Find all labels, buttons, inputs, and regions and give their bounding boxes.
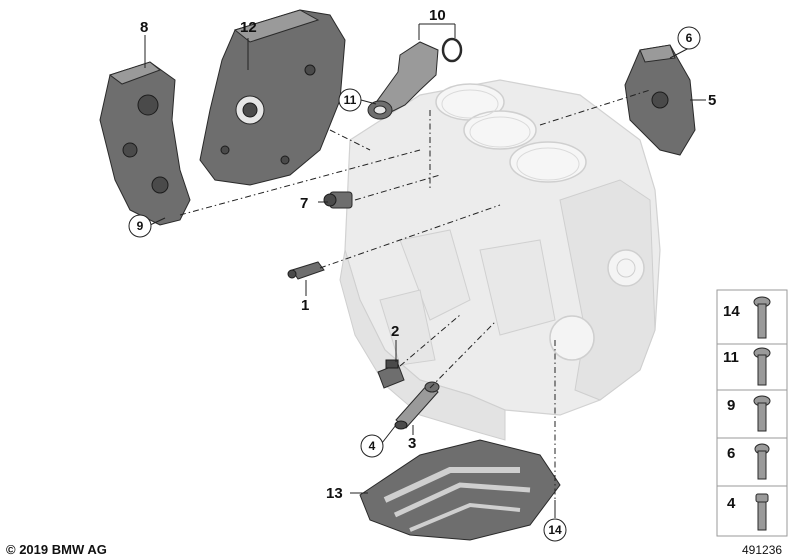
bolt-icon-6 xyxy=(754,443,770,480)
callout-2: 2 xyxy=(391,323,399,340)
callout-5: 5 xyxy=(708,92,716,109)
callout-6-circle: 6 xyxy=(677,26,701,50)
part-7-sensor xyxy=(323,191,353,209)
callouts: 8 12 10 5 7 1 2 3 13 11 6 9 4 14 xyxy=(128,7,716,542)
callout-13: 13 xyxy=(326,485,343,502)
callout-11-circle: 11 xyxy=(338,88,362,112)
svg-text:9: 9 xyxy=(137,219,144,233)
svg-text:14: 14 xyxy=(548,523,562,537)
svg-text:11: 11 xyxy=(344,93,357,107)
bolt-icon-11 xyxy=(753,347,771,386)
part-3-tube xyxy=(394,381,440,430)
engine-block xyxy=(339,79,661,441)
bolt-icon-9 xyxy=(753,395,771,432)
fastener-legend: 14 11 9 6 4 xyxy=(716,289,788,537)
part-1-sensor xyxy=(287,261,325,280)
part-8-bracket xyxy=(99,61,191,226)
callout-14-circle: 14 xyxy=(543,518,567,542)
legend-label-4: 4 xyxy=(727,495,736,512)
bolt-icon-14 xyxy=(753,296,771,339)
callout-8: 8 xyxy=(140,19,148,36)
diagram-reference-number: 491236 xyxy=(742,543,782,557)
part-2-sensor xyxy=(377,359,405,389)
part-5-mount-bracket xyxy=(624,44,696,156)
callout-1: 1 xyxy=(301,297,309,314)
svg-text:4: 4 xyxy=(369,439,376,453)
legend-label-14: 14 xyxy=(723,303,740,320)
callout-9-circle: 9 xyxy=(128,214,152,238)
part-13-baffle xyxy=(359,439,561,541)
part-10-coolant-pipe xyxy=(367,37,463,120)
copyright-text: © 2019 BMW AG xyxy=(6,542,107,557)
legend-label-6: 6 xyxy=(727,445,735,462)
svg-text:6: 6 xyxy=(686,31,693,45)
callout-3: 3 xyxy=(408,435,416,452)
part-12-timing-cover xyxy=(199,9,346,186)
callout-12: 12 xyxy=(240,19,257,36)
assembly-lines xyxy=(179,89,651,500)
callout-10: 10 xyxy=(429,7,446,24)
legend-label-9: 9 xyxy=(727,397,735,414)
callout-4-circle: 4 xyxy=(360,434,384,458)
legend-label-11: 11 xyxy=(723,349,739,366)
leader-lines xyxy=(144,23,706,518)
callout-7: 7 xyxy=(300,195,308,212)
bolt-icon-4 xyxy=(755,493,769,531)
